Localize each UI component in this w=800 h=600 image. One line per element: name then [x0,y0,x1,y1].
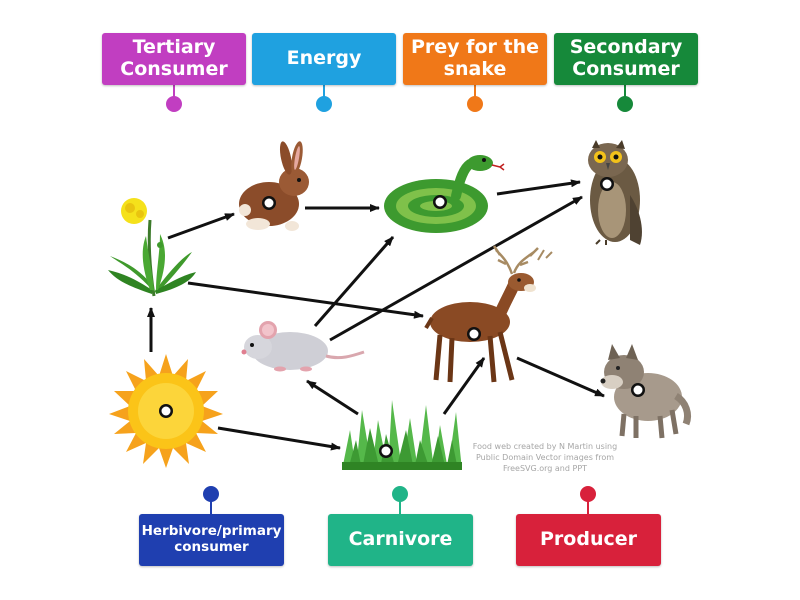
dot-wolf[interactable] [631,383,645,397]
arrow-dandelion-to-deer [187,281,424,319]
deer-image [424,245,553,383]
pin-energy[interactable] [316,96,332,112]
dot-deer[interactable] [467,327,481,341]
arrow-dandelion-to-rabbit [167,212,235,240]
pin-tertiary-consumer[interactable] [166,96,182,112]
dot-owl[interactable] [600,177,614,191]
pin-prey-for-snake[interactable] [467,96,483,112]
owl-image [588,140,642,245]
label-herbivore-primary-consumer[interactable]: Herbivore/primary consumer [139,514,284,566]
snake-image [384,155,505,233]
dandelion-image [108,198,196,297]
label-energy[interactable]: Energy [252,33,396,85]
dot-grass[interactable] [379,444,393,458]
label-tertiary-consumer[interactable]: Tertiary Consumer [102,33,246,85]
arrow-sun-to-grass [217,426,341,451]
arrow-grass-to-deer [442,357,486,415]
pin-secondary-consumer[interactable] [617,96,633,112]
bottom-connectors [203,486,596,514]
arrow-snake-to-owl [496,179,581,196]
label-producer[interactable]: Producer [516,514,661,566]
dot-sun[interactable] [159,404,173,418]
image-credit: Food web created by N Martin using Publi… [472,442,618,473]
rabbit-image [239,141,309,231]
label-carnivore[interactable]: Carnivore [328,514,473,566]
arrow-mouse-to-snake [313,236,395,327]
arrow-mouse-to-owl [329,195,583,342]
wolf-image [600,344,692,439]
mouse-image [241,321,365,372]
label-secondary-consumer[interactable]: Secondary Consumer [554,33,698,85]
grass-image [342,400,462,470]
arrow-deer-to-wolf [516,356,605,398]
dot-rabbit[interactable] [262,196,276,210]
food-web-arrows [147,179,605,451]
target-dots [159,177,645,458]
dot-snake[interactable] [433,195,447,209]
label-prey-for-the-snake[interactable]: Prey for the snake [403,33,547,85]
arrow-grass-to-mouse [306,379,359,416]
top-connectors [166,85,633,112]
